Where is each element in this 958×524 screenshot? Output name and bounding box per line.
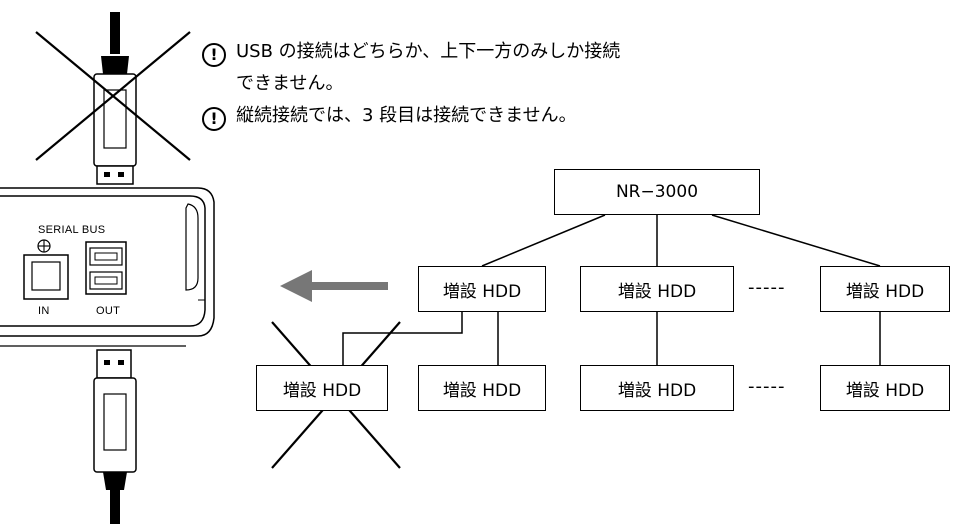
cross-mark-top <box>35 31 191 161</box>
hdd-box-level1: 増設 HDD <box>418 266 546 312</box>
hdd-box-level2: 増設 HDD <box>820 365 950 411</box>
warning-note-1-cont: できません。 <box>236 72 343 96</box>
exclamation-icon: ! <box>202 107 226 131</box>
warning-note-1-line2: できません。 <box>236 73 344 94</box>
hdd-box-level1: 増設 HDD <box>820 266 950 312</box>
warning-note-1: ! USB の接続はどちらか、上下一方のみしか接続 <box>202 40 620 67</box>
left-arrow-icon <box>280 270 388 302</box>
ellipsis-level1: ----- <box>748 277 786 298</box>
hdd-box-level2: 増設 HDD <box>418 365 546 411</box>
hdd-box-level2: 増設 HDD <box>580 365 734 411</box>
exclamation-icon: ! <box>202 43 226 67</box>
recorder-device <box>0 187 215 347</box>
warning-note-2: ! 縦続接続では、3 段目は接続できません。 <box>202 104 577 131</box>
warning-note-2-line1: 縦続接続では、3 段目は接続できません。 <box>236 105 577 126</box>
root-unit-box: NR−3000 <box>554 169 760 215</box>
ellipsis-level2: ----- <box>748 376 786 397</box>
out-port-label: OUT <box>96 305 121 317</box>
serial-bus-label: SERIAL BUS <box>38 224 106 236</box>
warning-note-1-line1: USB の接続はどちらか、上下一方のみしか接続 <box>236 41 621 62</box>
in-port-label: IN <box>38 305 50 317</box>
bottom-usb-cable <box>93 349 137 524</box>
top-usb-cable <box>93 12 137 185</box>
tree-connectors <box>342 214 881 365</box>
hdd-box-level1: 増設 HDD <box>580 266 734 312</box>
hdd-box-level3-disallowed: 増設 HDD <box>256 365 388 411</box>
